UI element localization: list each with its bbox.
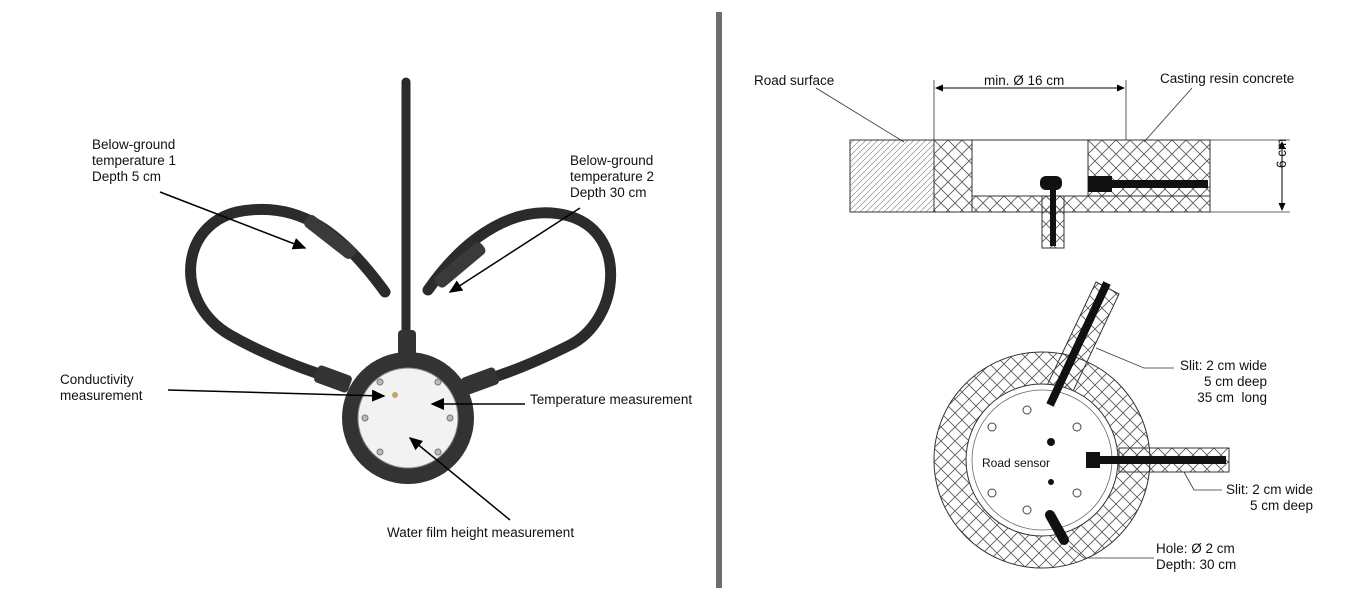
- installation-drawing: [815, 80, 1290, 569]
- probe-1: [304, 215, 356, 259]
- probe-2: [434, 242, 486, 288]
- installation-drawing-panel: Road surface min. Ø 16 cm Casting resin …: [724, 0, 1347, 600]
- label-road-sensor: Road sensor: [982, 456, 1051, 470]
- right-junction: [461, 367, 499, 395]
- sensor-cavity: [971, 139, 1089, 197]
- label-slit-1: Slit: 2 cm wide 5 cm deep 35 cm long: [1180, 358, 1268, 405]
- label-min-diameter: min. Ø 16 cm: [984, 73, 1065, 88]
- sensor-photo-illustration: [159, 77, 617, 521]
- right-loop-cable: [422, 207, 617, 390]
- label-casting-resin: Casting resin concrete: [1160, 71, 1295, 86]
- left-junction: [314, 365, 352, 393]
- left-loop-cable: [185, 203, 391, 388]
- label-conductivity: Conductivity measurement: [60, 372, 143, 403]
- sensor-photo-panel: Below-ground temperature 1 Depth 5 cm Be…: [60, 77, 693, 540]
- label-water-film: Water film height measurement: [387, 525, 575, 540]
- label-below-ground-2: Below-ground temperature 2 Depth 30 cm: [570, 153, 655, 200]
- arrow-water-film: [408, 437, 511, 521]
- label-hole: Hole: Ø 2 cm Depth: 30 cm: [1156, 541, 1237, 572]
- plan-view: [933, 281, 1230, 569]
- cable-hole: [1045, 510, 1069, 545]
- sensor-screws: [361, 378, 454, 456]
- plan-screws: [987, 405, 1082, 515]
- arrow-below-ground-1: [159, 191, 307, 250]
- cable-slit-1: [1046, 281, 1111, 407]
- resin-bottom: [971, 195, 1211, 213]
- label-below-ground-1: Below-ground temperature 1 Depth 5 cm: [92, 137, 177, 184]
- arrow-conductivity: [167, 389, 386, 402]
- label-slit-2: Slit: 2 cm wide 5 cm deep: [1226, 482, 1314, 513]
- label-temperature: Temperature measurement: [530, 392, 693, 407]
- arrow-below-ground-2: [448, 207, 581, 293]
- road-surface-block: [849, 139, 935, 213]
- label-road-surface: Road surface: [754, 73, 835, 88]
- cable-section: [1088, 180, 1208, 188]
- sensor-face: [357, 367, 459, 469]
- probe-head: [1040, 176, 1062, 190]
- section-view: [815, 80, 1290, 249]
- conductivity-pins: [392, 392, 398, 398]
- label-depth: 6 cm: [1274, 138, 1289, 168]
- panel-divider: [716, 12, 722, 588]
- resin-left: [933, 139, 973, 213]
